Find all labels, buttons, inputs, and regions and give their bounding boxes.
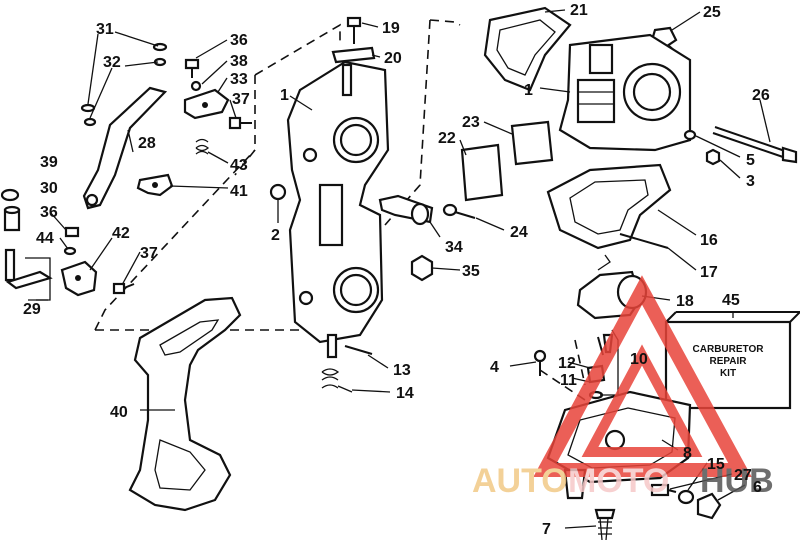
gasket-16 [546,163,672,250]
callout: 20 [384,50,402,67]
callout: 45 [722,292,740,309]
washer-15 [677,489,695,505]
callout: 7 [542,521,551,538]
callout: 4 [490,359,499,376]
callout: 40 [110,404,128,421]
nut-35 [410,254,434,282]
callout: 15 [707,456,725,473]
screw-27 [650,483,677,497]
callout: 35 [462,263,480,280]
bolt-34 [378,194,434,226]
watermark: AUTO MOTO HUB [472,275,774,500]
float-18 [576,254,648,320]
callout: 25 [703,4,721,21]
callout: 22 [438,130,456,147]
callout: 38 [230,53,248,70]
callout: 6 [753,479,762,496]
callout: 21 [570,2,588,19]
watermark-triangle [533,275,752,477]
callout: 33 [230,71,248,88]
callout: 14 [396,385,414,402]
callout-labels: 1 1 2 3 4 5 6 7 8 10 11 12 13 14 15 16 1… [23,2,770,538]
callout: 34 [445,239,463,256]
callout: 37 [140,245,158,262]
screw-36-lower [64,226,80,238]
callout: 19 [382,20,400,37]
lever-pivot [85,193,99,207]
callout: 26 [752,87,770,104]
callout: 42 [112,225,130,242]
spring-43 [195,138,210,155]
carburetor-top-1 [558,33,692,152]
callout: 31 [96,21,114,38]
callout: 23 [462,114,480,131]
pin-13 [344,345,373,355]
kit-line2: REPAIR [709,356,747,367]
callout: 28 [138,135,156,152]
spring-14 [321,368,353,393]
screw-4 [533,349,547,376]
washer-38 [190,80,202,92]
callout: 36 [230,32,248,49]
callout: 24 [510,224,528,241]
callout: 39 [40,154,58,171]
nut-3 [705,148,721,166]
screw-19 [346,16,362,44]
kit-line3: KIT [720,368,736,379]
callout: 8 [683,445,692,462]
callout: 13 [393,362,411,379]
callout: 32 [103,54,121,71]
callout: 44 [36,230,54,247]
plug-6 [696,492,722,520]
callout: 43 [230,157,248,174]
washer-44 [63,246,77,256]
callout: 30 [40,180,58,197]
callout: 36 [40,204,58,221]
gasket-22 [460,143,504,202]
callout: 1 [524,82,533,99]
washer-5 [683,129,697,141]
plate-23 [510,120,554,166]
watermark-triangle-inner [581,344,703,457]
watermark-auto: AUTO [472,462,568,500]
watermark-moto: MOTO [568,462,669,500]
bolt-26 [712,126,798,164]
screw-24 [442,203,476,219]
screw-7 [594,508,616,541]
carburetor-body-1 [286,60,390,359]
screw-37-lower [112,282,135,295]
plug-2 [269,183,287,201]
callout: 29 [23,301,41,318]
callout: 3 [746,173,755,190]
throttle-lever-arm [82,86,168,210]
pin-17 [619,233,669,249]
watermark-hub: HUB [700,462,774,500]
callout: 17 [700,264,718,281]
washer-31b [80,103,96,113]
callout: 41 [230,183,248,200]
callout: 16 [700,232,718,249]
callout: 18 [676,293,694,310]
callout: 2 [271,227,280,244]
screw-37-top [228,116,252,130]
screw-36-top [184,58,200,78]
clip-32b [83,117,97,127]
callout: 37 [232,91,250,108]
callout: 11 [560,372,577,389]
callout: 12 [558,355,576,372]
callout: 5 [746,152,755,169]
shaft-29 [4,248,53,301]
washer-39 [0,188,20,202]
callout: 10 [630,351,648,368]
callout: 27 [734,467,752,484]
plate-20 [331,46,376,64]
callout: 1 [280,87,289,104]
kit-line1: CARBURETOR [693,344,765,355]
